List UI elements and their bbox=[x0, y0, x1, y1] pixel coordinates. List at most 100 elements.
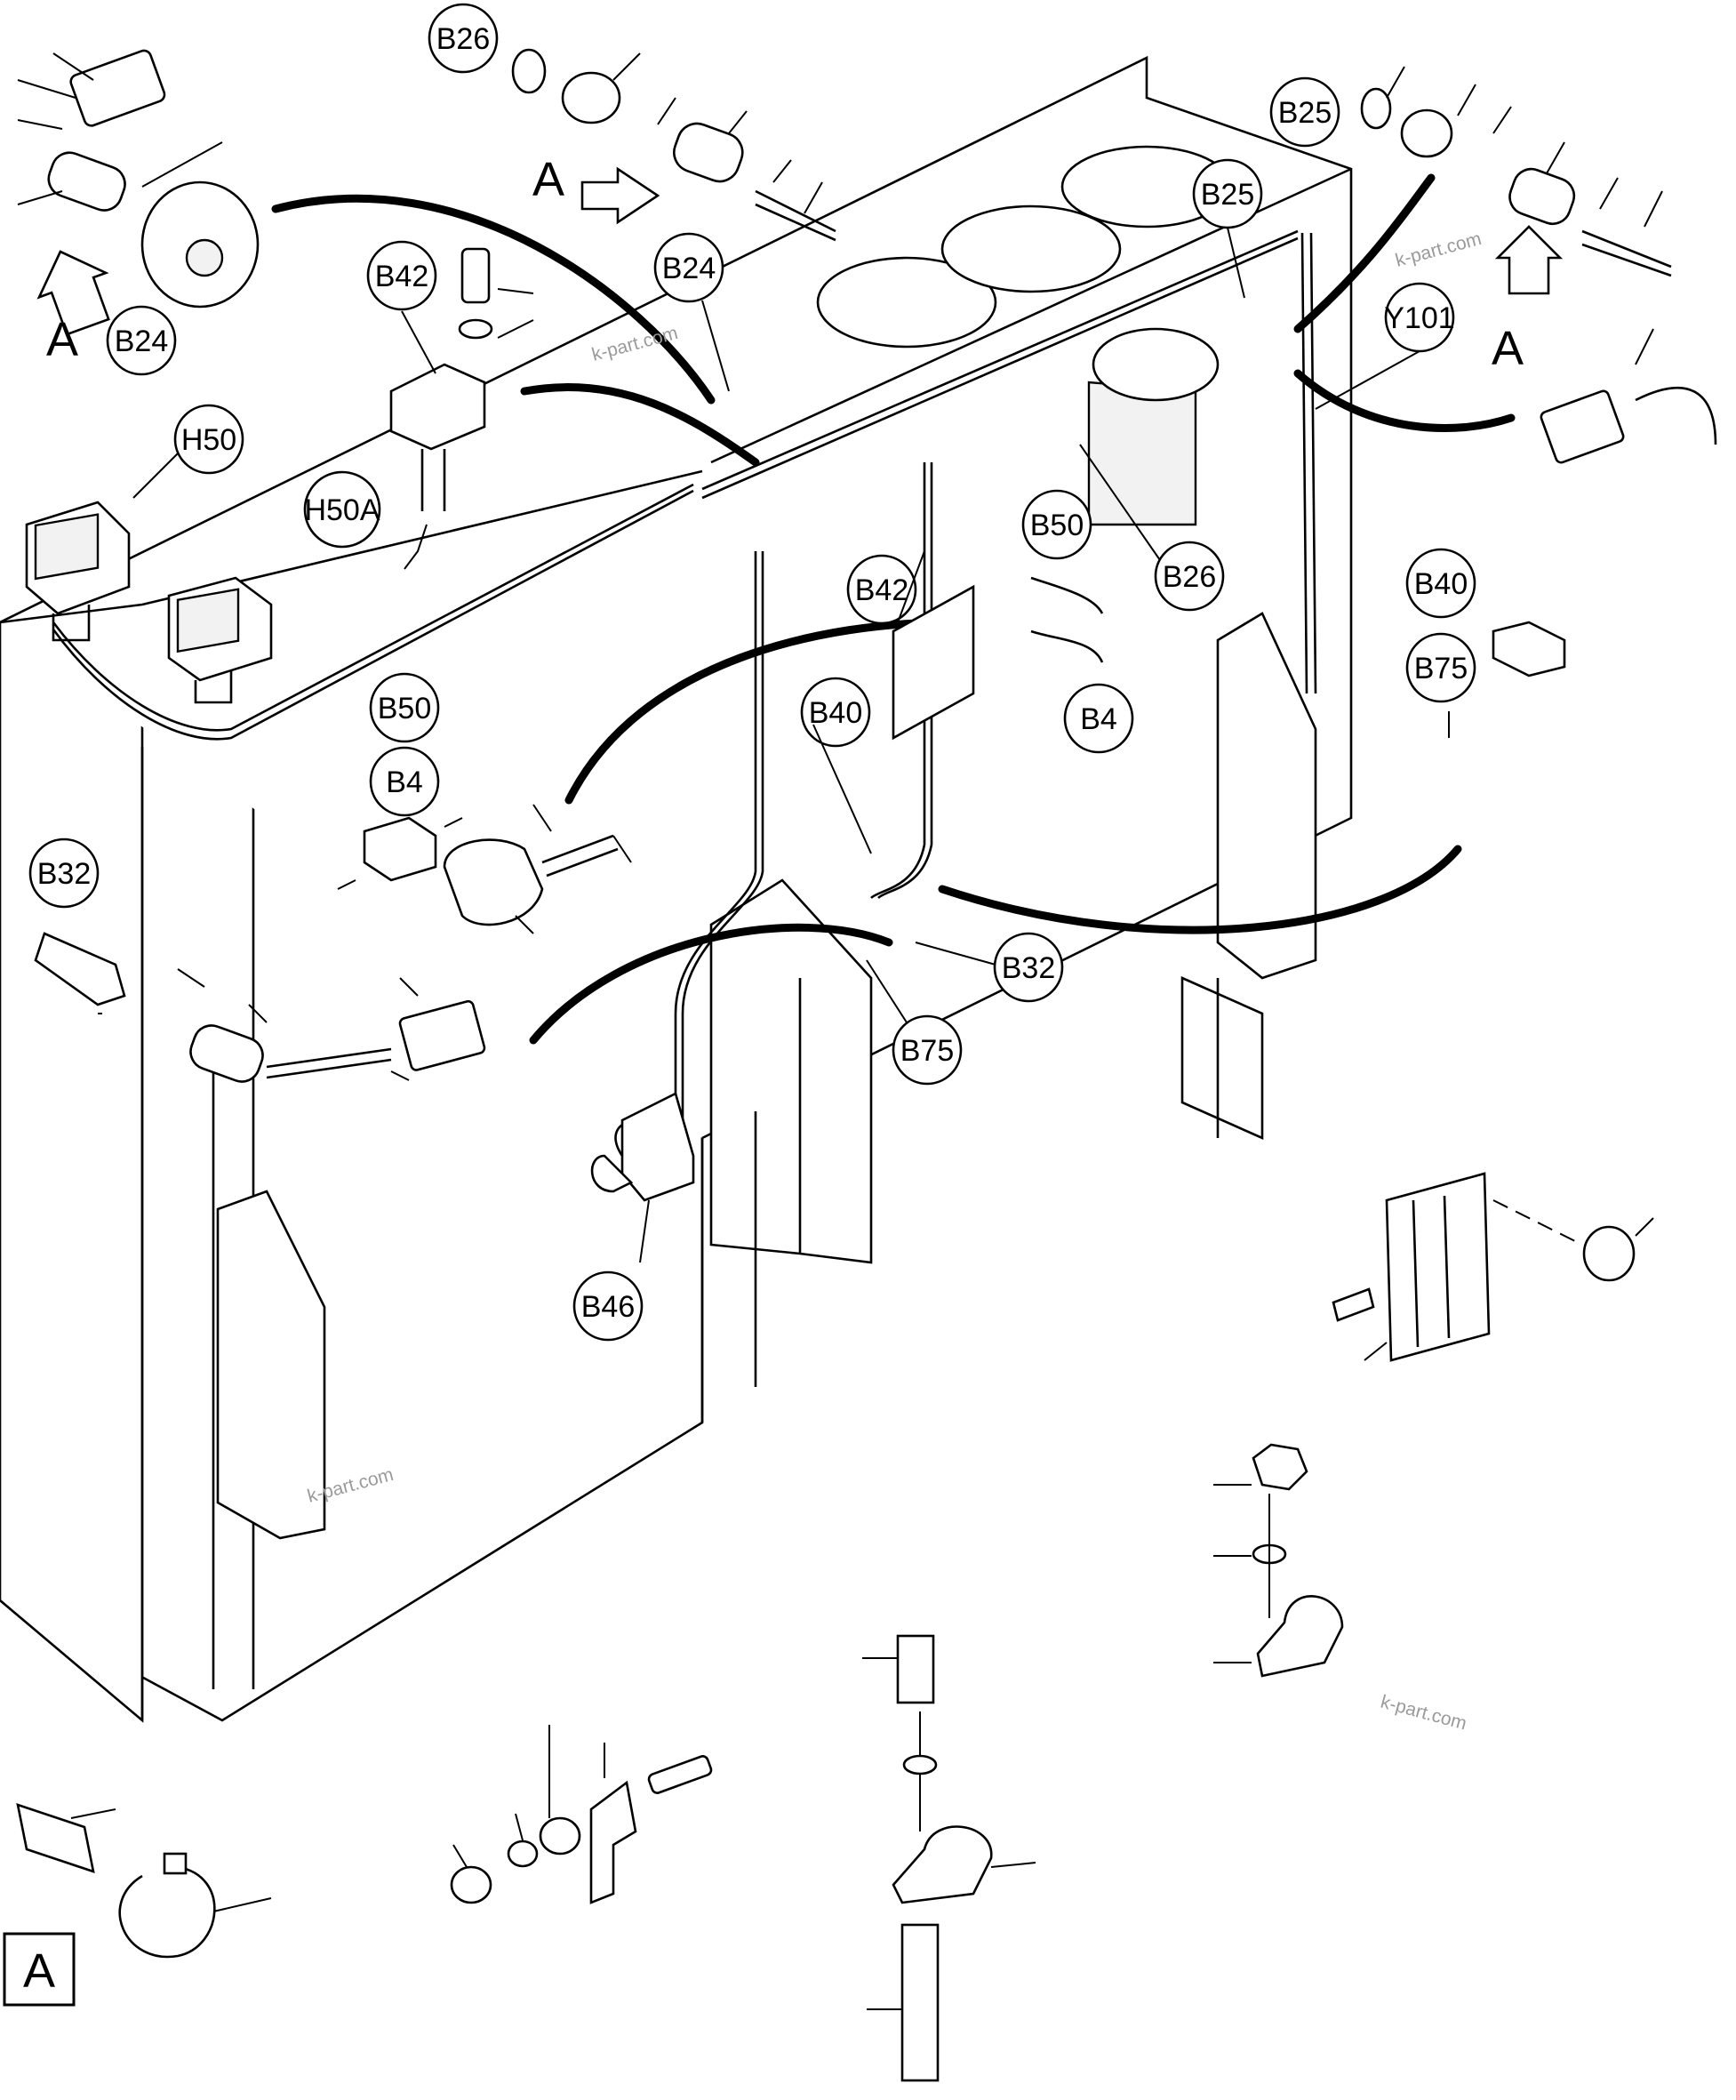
b32-leaders bbox=[98, 968, 419, 1081]
callout-b50-top[interactable]: B50 bbox=[1021, 489, 1092, 560]
top-slab-front-edge bbox=[0, 469, 703, 624]
fan-dome-2 bbox=[940, 204, 1122, 293]
callout-b24-left[interactable]: B24 bbox=[106, 305, 177, 376]
bracket-screw bbox=[1332, 1287, 1375, 1322]
b42-body bbox=[389, 363, 486, 451]
callout-b50-left[interactable]: B50 bbox=[369, 672, 440, 743]
work-light-h50a[interactable] bbox=[167, 576, 273, 704]
b25-view-arrow bbox=[1494, 225, 1564, 295]
wiring-harness bbox=[52, 229, 1317, 1157]
callout-b40-mid[interactable]: B40 bbox=[800, 677, 871, 748]
callout-b26-mid[interactable]: B26 bbox=[1154, 541, 1225, 612]
b32-sensor-left[interactable] bbox=[34, 932, 486, 1086]
b46-plug bbox=[590, 1154, 634, 1193]
lower-leaders bbox=[452, 1725, 605, 1868]
clamp-leaders bbox=[1213, 1484, 1270, 1663]
sweep-5 bbox=[938, 845, 1462, 934]
fan-dome-1 bbox=[816, 256, 997, 349]
harness-center-drop bbox=[674, 551, 757, 1120]
callout-b25-top[interactable]: B25 bbox=[1269, 76, 1340, 148]
leader-b42-top bbox=[401, 310, 436, 374]
callout-b50-top-label: B50 bbox=[1030, 509, 1084, 542]
bolt-kit-lower[interactable] bbox=[450, 1725, 713, 1904]
left-block-side bbox=[0, 603, 144, 1723]
b4-b50-sensor-left[interactable] bbox=[337, 804, 632, 934]
callout-b40-right[interactable]: B40 bbox=[1405, 548, 1476, 619]
work-light-h50[interactable] bbox=[25, 501, 131, 642]
b24-sender-assembly[interactable] bbox=[17, 49, 260, 340]
clamp-body bbox=[1256, 1595, 1344, 1678]
sleeve-and-tie[interactable] bbox=[16, 1803, 272, 1959]
bracket-plate bbox=[1385, 1172, 1491, 1362]
b32-sensor-body bbox=[34, 932, 126, 1006]
y101-leader bbox=[1635, 328, 1654, 365]
b24-leaders bbox=[17, 52, 223, 205]
callout-b32-mid-circle bbox=[993, 932, 1064, 1003]
clamp-assembly-right[interactable] bbox=[1213, 1443, 1344, 1678]
callout-b25-mid[interactable]: B25 bbox=[1192, 158, 1263, 229]
y101-connector-detail[interactable] bbox=[1540, 328, 1717, 464]
b25-seal-ring bbox=[1360, 87, 1392, 130]
reservoir-cap bbox=[1092, 327, 1220, 402]
view-letter-top-right: A bbox=[1492, 322, 1524, 375]
center-washer bbox=[902, 1754, 938, 1775]
b32-boot bbox=[189, 1024, 264, 1083]
callout-b46[interactable]: B46 bbox=[572, 1270, 644, 1342]
b42-washer bbox=[458, 318, 493, 340]
view-a-label: A bbox=[23, 1944, 55, 1998]
b4-boot bbox=[443, 838, 544, 926]
b26-boot bbox=[673, 122, 744, 183]
h50a-bracket bbox=[194, 671, 233, 704]
sweep-1 bbox=[271, 194, 716, 405]
bracket-plate-right[interactable] bbox=[1332, 1172, 1654, 1362]
callout-h50-label: H50 bbox=[181, 423, 236, 457]
view-a-frame bbox=[3, 1932, 76, 2007]
callout-b40-mid-circle bbox=[800, 677, 871, 748]
callout-b75-right-circle bbox=[1405, 632, 1476, 703]
b42-sensor-assembly[interactable] bbox=[389, 247, 534, 511]
bracket-plate-fold bbox=[1412, 1195, 1451, 1348]
callout-b42-top[interactable]: B42 bbox=[366, 240, 437, 311]
b40-b75-sensor[interactable] bbox=[1448, 621, 1566, 738]
center-bracket[interactable] bbox=[892, 576, 1104, 741]
sleeve-tie-leaders bbox=[70, 1808, 272, 1912]
sweep-3 bbox=[564, 618, 956, 805]
b26-seal-ring bbox=[511, 48, 547, 94]
callout-b32-left[interactable]: B32 bbox=[28, 838, 100, 909]
b26-switch-assembly[interactable] bbox=[511, 48, 836, 242]
b24-view-arrow bbox=[36, 250, 110, 336]
clamp-assembly-center[interactable] bbox=[862, 1634, 1036, 2082]
b26-switch-body bbox=[561, 71, 621, 124]
callout-b75-mid[interactable]: B75 bbox=[892, 1014, 963, 1086]
y101-plug bbox=[1540, 389, 1625, 464]
callout-b42-mid[interactable]: B42 bbox=[846, 554, 917, 625]
callout-b26-mid-label: B26 bbox=[1163, 560, 1217, 594]
b50-fitting bbox=[1030, 576, 1104, 614]
callout-b75-right[interactable]: B75 bbox=[1405, 632, 1476, 703]
callout-b75-mid-circle bbox=[892, 1014, 963, 1086]
callout-b32-mid[interactable]: B32 bbox=[993, 932, 1064, 1003]
cable-tie bbox=[118, 1865, 216, 1959]
b40-sensor-body bbox=[1492, 621, 1566, 677]
b42-leaders bbox=[497, 288, 534, 339]
callout-b26-top[interactable]: B26 bbox=[428, 3, 499, 74]
callout-h50[interactable]: H50 bbox=[173, 404, 244, 475]
callout-h50a[interactable]: H50A bbox=[303, 470, 381, 549]
view-letter-top-left: A bbox=[46, 313, 78, 366]
sweep-arrows bbox=[271, 173, 1516, 1045]
callout-y101[interactable]: Y101 bbox=[1384, 282, 1455, 353]
harness-right-drop-b bbox=[1309, 232, 1317, 694]
sweep-7 bbox=[1293, 173, 1436, 333]
b46-relay[interactable] bbox=[590, 1092, 695, 1263]
callout-b4-mid[interactable]: B4 bbox=[1063, 683, 1134, 754]
callout-b4-left[interactable]: B4 bbox=[369, 746, 440, 817]
b25-switch-assembly[interactable] bbox=[1360, 66, 1672, 295]
center-bolt bbox=[896, 1634, 935, 1704]
leader-y101 bbox=[1315, 350, 1420, 410]
b25-boot bbox=[1508, 167, 1576, 226]
callout-b4-mid-label: B4 bbox=[1080, 702, 1117, 736]
callout-b24-mid[interactable]: B24 bbox=[653, 232, 724, 303]
lower-washer-1 bbox=[507, 1840, 539, 1868]
b26-view-arrow bbox=[580, 166, 660, 225]
b4-wire bbox=[541, 834, 619, 878]
